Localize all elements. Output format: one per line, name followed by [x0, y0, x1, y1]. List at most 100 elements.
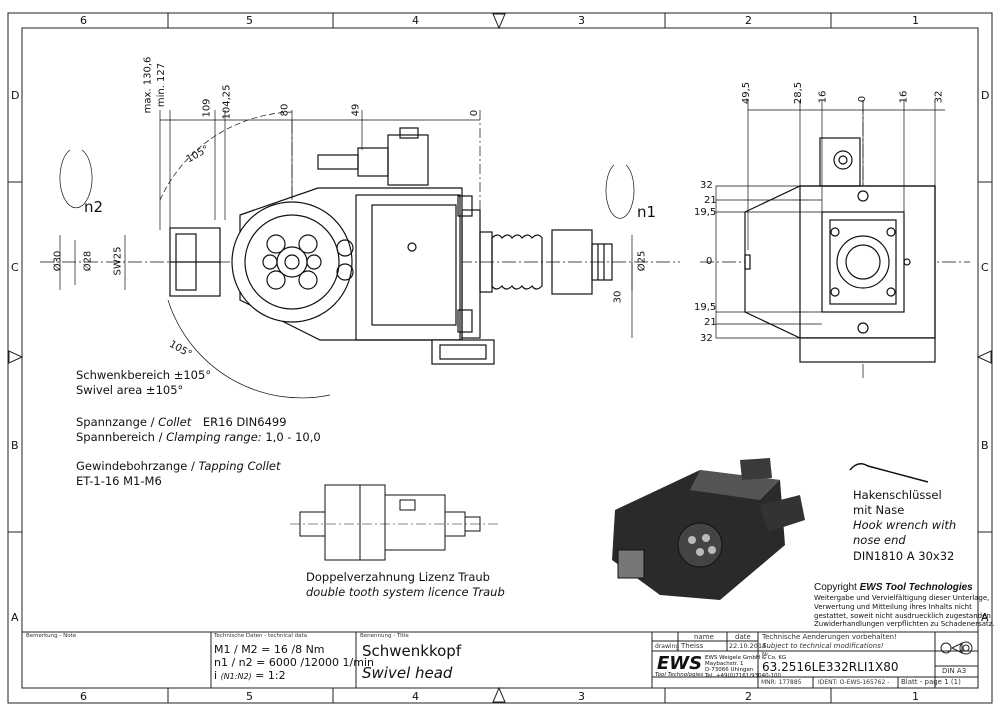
company-line-2: Maybachstr. 1	[705, 661, 744, 667]
grid-row-d-left: D	[11, 89, 20, 102]
grid-row-a-left: A	[11, 611, 19, 624]
dim-max: max. 130,6	[142, 56, 154, 114]
label-n1: n1	[637, 203, 657, 221]
dim-30: 30	[612, 290, 624, 304]
dim-80: 80	[279, 103, 291, 117]
grid-row-b-right: B	[981, 439, 989, 452]
grid-col-1-top: 1	[912, 14, 919, 27]
grid-col-1-bottom: 1	[912, 690, 919, 703]
company-line-4: Tel. +49(0)7161/93040-100	[705, 673, 782, 679]
grid-row-d-right: D	[981, 89, 990, 102]
note-clamp-de: Spannbereich /	[76, 430, 163, 444]
dim-r-top-28-5: 28,5	[793, 81, 805, 105]
grid-col-5-bottom: 5	[246, 690, 253, 703]
dim-dia30: Ø30	[52, 250, 64, 272]
grid-col-5-top: 5	[246, 14, 253, 27]
grid-col-3-bottom: 3	[578, 690, 585, 703]
dim-r-left-21b: 21	[704, 317, 717, 328]
note-tap-en: Tapping Collet	[198, 459, 281, 473]
dim-109: 109	[201, 98, 213, 118]
title-block	[22, 631, 978, 688]
dim-sw25: SW25	[112, 246, 124, 276]
copyright-line-4: Zuwiderhandlungen verpflichten zu Schade…	[814, 620, 995, 628]
center-mark-right	[976, 350, 992, 364]
ident: IDENT: O-EWS-165762 -	[818, 679, 890, 686]
note-swivel-de: Schwenkbereich ±105°	[76, 368, 212, 382]
dim-r-left-19-5b: 19,5	[694, 302, 717, 313]
dim-r-left-32b: 32	[700, 333, 713, 344]
format: DIN A3	[942, 667, 967, 675]
mnr: MNR: 177885	[761, 679, 802, 686]
dim-0-left: 0	[469, 109, 481, 117]
ratio-i: i	[214, 669, 218, 682]
ews-logo-text: EWS	[657, 653, 703, 674]
note-clamp: Spannbereich / Clamping range: 1,0 - 10,…	[76, 430, 321, 444]
side-view	[40, 120, 680, 365]
changes-de: Technische Aenderungen vorbehalten!	[762, 633, 897, 641]
tech-data-label: Technische Daten - technical data	[214, 633, 308, 639]
dim-r-left-21a: 21	[704, 195, 717, 206]
note-double-en: double tooth system licence Traub	[306, 585, 505, 599]
copyright-line: Copyright EWS Tool Technologies	[814, 583, 973, 593]
ratio-line: i (N1:N2) = 1:2	[214, 670, 286, 681]
note-double-de: Doppelverzahnung Lizenz Traub	[306, 570, 490, 584]
note-tap-de: Gewindebohrzange /	[76, 459, 195, 473]
isometric-render	[612, 458, 805, 600]
nr-label: Nr.	[762, 652, 770, 658]
note-hook-en1: Hook wrench with	[853, 518, 957, 532]
outer-frame	[7, 12, 993, 704]
speed-line: n1 / n2 = 6000 /12000 1/min	[214, 656, 374, 669]
grid-col-2-bottom: 2	[745, 690, 752, 703]
note-hook-std: DIN1810 A 30x32	[853, 549, 955, 563]
note-collet-val: ER16 DIN6499	[202, 415, 287, 429]
dim-49: 49	[350, 103, 362, 117]
drawing-date: 22.10.2014	[729, 642, 767, 650]
sheet: Blatt - page 1 (1)	[901, 678, 961, 686]
label-n2: n2	[84, 198, 104, 216]
changes-en: Subject to technical modifications!	[762, 642, 884, 650]
dim-r-left-19-5a: 19,5	[694, 207, 717, 218]
grid-row-c-left: C	[11, 261, 19, 274]
dim-104-25: 104,25	[221, 84, 233, 120]
note-collet-en: Collet	[158, 415, 192, 429]
center-mark-top	[492, 13, 506, 30]
note-swivel-en: Swivel area ±105°	[76, 383, 184, 397]
note-collet: Spannzange / Collet ER16 DIN6499	[76, 415, 287, 429]
note-collet-de: Spannzange /	[76, 415, 155, 429]
note-clamp-val: 1,0 - 10,0	[265, 430, 321, 444]
dim-r-top-16a: 16	[817, 90, 829, 104]
note-tap: Gewindebohrzange / Tapping Collet	[76, 459, 281, 473]
grid-col-6-top: 6	[80, 14, 87, 27]
inner-frame	[21, 27, 979, 689]
note-hook-de2: mit Nase	[853, 503, 905, 517]
name-label: Benennung - Title	[360, 633, 409, 639]
hook-wrench-icon	[849, 463, 929, 483]
copyright-prefix: Copyright	[814, 582, 857, 593]
grid-row-a-right: A	[981, 611, 989, 624]
note-tap-val: ET-1-16 M1-M6	[76, 474, 162, 488]
remark-label: Bemerkung - Note	[26, 633, 77, 639]
company-line-3: D-73066 Uhingen	[705, 667, 754, 673]
grid-col-3-top: 3	[578, 14, 585, 27]
dim-dia28: Ø28	[82, 250, 94, 272]
title-en: Swivel head	[362, 664, 453, 682]
col-name: name	[694, 633, 714, 641]
copyright-brand: EWS Tool Technologies	[859, 582, 973, 593]
dim-r-top-32: 32	[933, 90, 945, 104]
detail-view	[290, 484, 500, 561]
copyright-line-1: Weitergabe und Vervielfältigung dieser U…	[814, 594, 990, 602]
company-line-1: EWS Weigele GmbH & Co. KG	[705, 655, 787, 661]
dim-r-top-49-5: 49,5	[741, 81, 753, 105]
grid-col-4-bottom: 4	[412, 690, 419, 703]
center-mark-bottom	[492, 686, 506, 703]
grid-col-6-bottom: 6	[80, 690, 87, 703]
ratio-val: = 1:2	[255, 669, 286, 682]
dim-dia25: Ø25	[636, 250, 648, 272]
note-clamp-en: Clamping range:	[166, 430, 262, 444]
ews-logo-sub: Tool Technologies	[655, 672, 704, 678]
torque-line: M1 / M2 = 16 /8 Nm	[214, 643, 325, 656]
dim-r-left-0: 0	[706, 256, 713, 267]
ews-logo: EWS Tool Technologies	[655, 653, 704, 681]
center-mark-left	[8, 350, 24, 364]
